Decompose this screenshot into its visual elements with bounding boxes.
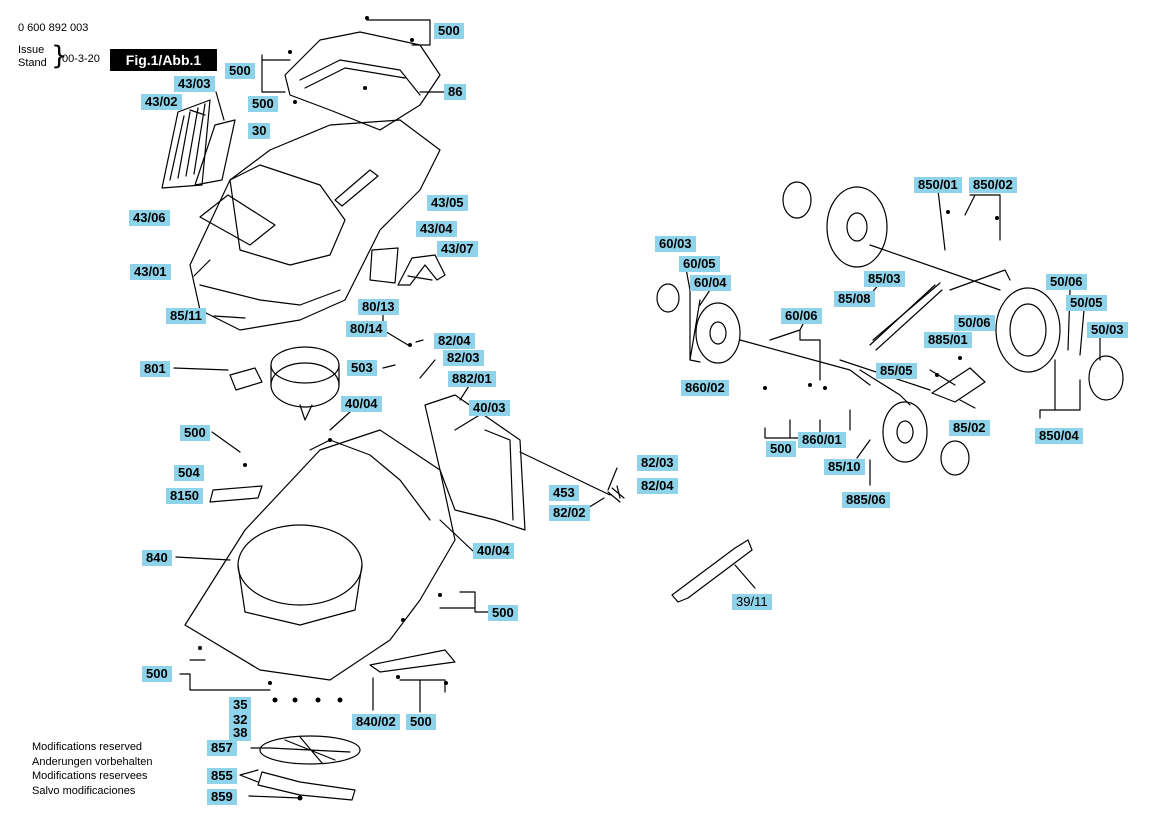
- callout-504: 504: [174, 465, 204, 481]
- callout-43-05: 43/05: [427, 195, 468, 211]
- callout-43-03: 43/03: [174, 76, 215, 92]
- callout-39-11: 39/11: [732, 594, 772, 610]
- callout-82-02: 82/02: [549, 505, 590, 521]
- note-line: Modifications reservees: [32, 770, 148, 782]
- adjustment-key: [671, 539, 753, 603]
- callout-855: 855: [207, 768, 237, 784]
- callout-40-04-a: 40/04: [341, 396, 382, 412]
- modification-notes: Modifications reserved Anderungen vorbeh…: [32, 740, 152, 798]
- callout-80-13: 80/13: [358, 299, 399, 315]
- rear-wheel-left: [695, 302, 741, 364]
- grass-box-grill: [161, 99, 211, 189]
- callout-50-06-b: 50/06: [954, 315, 995, 331]
- callout-82-03-a: 82/03: [443, 350, 484, 366]
- cutting-blade: [257, 771, 356, 801]
- issue-stand-labels: Issue Stand: [18, 44, 47, 70]
- callout-840-02: 840/02: [352, 714, 400, 730]
- callout-80-14: 80/14: [346, 321, 387, 337]
- callout-85-10: 85/10: [824, 459, 865, 475]
- callout-850-01: 850/01: [914, 177, 962, 193]
- callout-40-04-b: 40/04: [473, 543, 514, 559]
- grass-catcher-body: [189, 119, 441, 331]
- note-line: Anderungen vorbehalten: [32, 755, 153, 768]
- callout-60-04: 60/04: [690, 275, 731, 291]
- callout-30: 30: [248, 123, 271, 139]
- callout-35: 35: [229, 697, 252, 713]
- rear-flap: [424, 394, 526, 531]
- callout-500-deflector: 500: [406, 714, 436, 730]
- callout-500-screw: 500: [248, 96, 278, 112]
- callout-860-01: 860/01: [798, 432, 846, 448]
- callout-43-02: 43/02: [141, 94, 182, 110]
- issue-label: Issue: [18, 44, 45, 56]
- callout-32: 32: [229, 712, 252, 728]
- fan-impeller: [259, 735, 361, 765]
- callout-50-03: 50/03: [1087, 322, 1128, 338]
- front-wheel-right: [882, 401, 928, 463]
- motor: [270, 362, 340, 408]
- callout-43-04: 43/04: [416, 221, 457, 237]
- mower-deck: [184, 429, 456, 681]
- callout-40-03: 40/03: [469, 400, 510, 416]
- callout-503: 503: [347, 360, 377, 376]
- callout-801: 801: [140, 361, 170, 377]
- brace-glyph: }: [51, 41, 68, 71]
- callout-85-03: 85/03: [864, 271, 905, 287]
- front-wheel-left: [826, 186, 888, 268]
- callout-82-04-b: 82/04: [637, 478, 678, 494]
- callout-85-02: 85/02: [949, 420, 990, 436]
- callout-857: 857: [207, 740, 237, 756]
- callout-850-02: 850/02: [969, 177, 1017, 193]
- callout-453: 453: [549, 485, 579, 501]
- callout-43-01: 43/01: [130, 264, 171, 280]
- note-line: Modifications reserved: [32, 741, 143, 753]
- callout-50-05: 50/05: [1066, 295, 1107, 311]
- issue-date: 00-3-20: [62, 53, 100, 65]
- callout-500-axle: 500: [766, 441, 796, 457]
- figure-label: Fig.1/Abb.1: [110, 49, 217, 71]
- callout-43-06: 43/06: [129, 210, 170, 226]
- callout-82-04-a: 82/04: [434, 333, 475, 349]
- callout-500-hood: 500: [225, 63, 255, 79]
- callout-38: 38: [229, 725, 252, 741]
- callout-840: 840: [142, 550, 172, 566]
- note-line: Salvo modificaciones: [32, 784, 136, 797]
- callout-500-right: 500: [488, 605, 518, 621]
- callout-85-11: 85/11: [166, 308, 206, 324]
- rear-wheel-right: [995, 287, 1061, 373]
- callout-82-03-b: 82/03: [637, 455, 678, 471]
- callout-86: 86: [444, 84, 467, 100]
- callout-60-06: 60/06: [781, 308, 822, 324]
- callout-500-left: 500: [180, 425, 210, 441]
- callout-885-01: 885/01: [924, 332, 972, 348]
- callout-60-03: 60/03: [655, 236, 696, 252]
- document-number: 0 600 892 003: [18, 22, 89, 34]
- callout-500-top: 500: [434, 23, 464, 39]
- callout-50-06-a: 50/06: [1046, 274, 1087, 290]
- callout-850-04: 850/04: [1035, 428, 1083, 444]
- callout-60-05: 60/05: [679, 256, 720, 272]
- callout-85-05: 85/05: [876, 363, 917, 379]
- callout-860-02: 860/02: [681, 380, 729, 396]
- callout-8150: 8150: [166, 488, 203, 504]
- callout-85-08: 85/08: [834, 291, 875, 307]
- grass-box-lid: [284, 31, 441, 131]
- indicator-window: [199, 194, 276, 246]
- callout-885-06: 885/06: [842, 492, 890, 508]
- callout-882-01: 882/01: [448, 371, 496, 387]
- callout-859: 859: [207, 789, 237, 805]
- callout-500-bottom: 500: [142, 666, 172, 682]
- callout-43-07: 43/07: [437, 241, 478, 257]
- stand-label: Stand: [18, 57, 47, 69]
